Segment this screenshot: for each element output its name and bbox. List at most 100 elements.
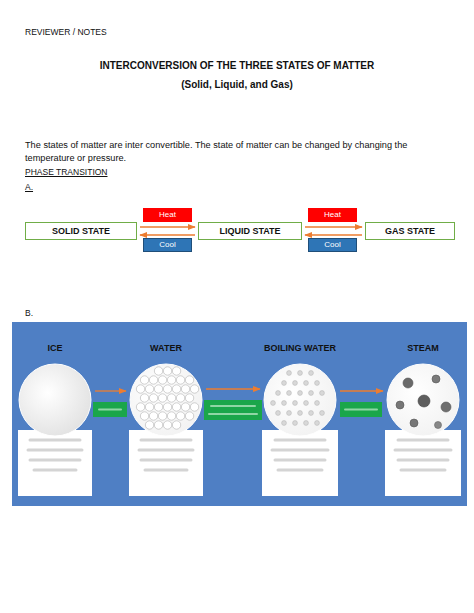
particle xyxy=(298,391,303,396)
section-heading: PHASE TRANSITION xyxy=(25,167,225,178)
particle xyxy=(287,391,292,396)
particle xyxy=(320,391,325,396)
particle xyxy=(304,421,309,426)
particle xyxy=(176,412,184,420)
state-heading: STEAM xyxy=(381,342,465,354)
particle xyxy=(441,402,451,412)
particle xyxy=(149,412,157,420)
circle-outline xyxy=(130,364,202,436)
particle xyxy=(167,376,175,384)
description-box xyxy=(129,430,203,496)
particle xyxy=(396,401,404,409)
particle xyxy=(145,421,153,429)
steam-node: STEAM xyxy=(381,342,465,437)
particle xyxy=(309,391,314,396)
particle xyxy=(136,403,144,411)
description-box xyxy=(18,430,92,496)
particle xyxy=(309,411,314,416)
particle xyxy=(140,412,148,420)
particle xyxy=(163,385,171,393)
particle xyxy=(167,394,175,402)
particle xyxy=(163,421,171,429)
particle xyxy=(185,412,193,420)
particle xyxy=(315,421,320,426)
state-heading: WATER xyxy=(124,342,208,354)
transition-arrow xyxy=(140,234,195,235)
particle xyxy=(304,381,309,386)
particle xyxy=(140,376,148,384)
particle xyxy=(435,422,442,429)
particle xyxy=(145,385,153,393)
particle xyxy=(282,421,287,426)
water-node: WATER xyxy=(124,342,208,437)
circle-outline xyxy=(264,364,336,436)
particle xyxy=(172,403,180,411)
particle xyxy=(298,411,303,416)
blue-panel xyxy=(12,322,467,506)
particle xyxy=(315,381,320,386)
header-note: REVIEWER / NOTES xyxy=(25,27,225,38)
subtitle: (Solid, Liquid, and Gas) xyxy=(0,78,474,91)
particle xyxy=(432,375,440,383)
particle xyxy=(293,401,298,406)
heat-box: Heat xyxy=(143,208,192,222)
paragraph: The states of matter are inter convertib… xyxy=(25,139,455,165)
cool-label: Cool xyxy=(324,240,340,250)
particle xyxy=(309,371,314,376)
particle xyxy=(176,376,184,384)
particle xyxy=(154,367,162,375)
particle xyxy=(154,403,162,411)
particle xyxy=(172,421,180,429)
particle xyxy=(154,385,162,393)
particle xyxy=(298,371,303,376)
particle xyxy=(185,376,193,384)
transition-arrow xyxy=(305,234,362,235)
heat-box: Heat xyxy=(308,208,357,222)
state-heading: BOILING WATER xyxy=(258,342,342,354)
particle xyxy=(190,403,198,411)
particle xyxy=(271,401,276,406)
particle-circle xyxy=(129,363,203,437)
cool-box: Cool xyxy=(143,238,192,252)
state-box: GAS STATE xyxy=(365,222,455,240)
particle-circle xyxy=(386,363,460,437)
particle xyxy=(185,394,193,402)
ice-node: ICE xyxy=(13,342,97,437)
particle xyxy=(167,412,175,420)
particle xyxy=(140,394,148,402)
particle xyxy=(293,381,298,386)
particle xyxy=(410,419,418,427)
particle xyxy=(190,385,198,393)
state-heading: ICE xyxy=(13,342,97,354)
particle xyxy=(282,401,287,406)
particle xyxy=(172,385,180,393)
particle xyxy=(136,385,144,393)
particle xyxy=(304,401,309,406)
cool-label: Cool xyxy=(159,240,175,250)
circle-outline xyxy=(19,364,91,436)
cool-box: Cool xyxy=(308,238,357,252)
particle-circle xyxy=(18,363,92,437)
particle xyxy=(315,401,320,406)
boiling-node: BOILING WATER xyxy=(258,342,342,437)
transition-arrow xyxy=(305,226,362,227)
particle xyxy=(276,411,281,416)
heat-label: Heat xyxy=(324,210,341,220)
transition-arrow xyxy=(140,226,195,227)
particle xyxy=(293,421,298,426)
particle xyxy=(163,403,171,411)
blurred-text xyxy=(28,440,451,470)
state-label: SOLID STATE xyxy=(52,226,110,237)
transition-arrow xyxy=(95,390,126,391)
particle xyxy=(158,394,166,402)
particle xyxy=(149,376,157,384)
particle xyxy=(418,395,430,407)
particle xyxy=(287,411,292,416)
particle xyxy=(181,385,189,393)
particle xyxy=(158,412,166,420)
particle xyxy=(154,421,162,429)
particle xyxy=(176,394,184,402)
